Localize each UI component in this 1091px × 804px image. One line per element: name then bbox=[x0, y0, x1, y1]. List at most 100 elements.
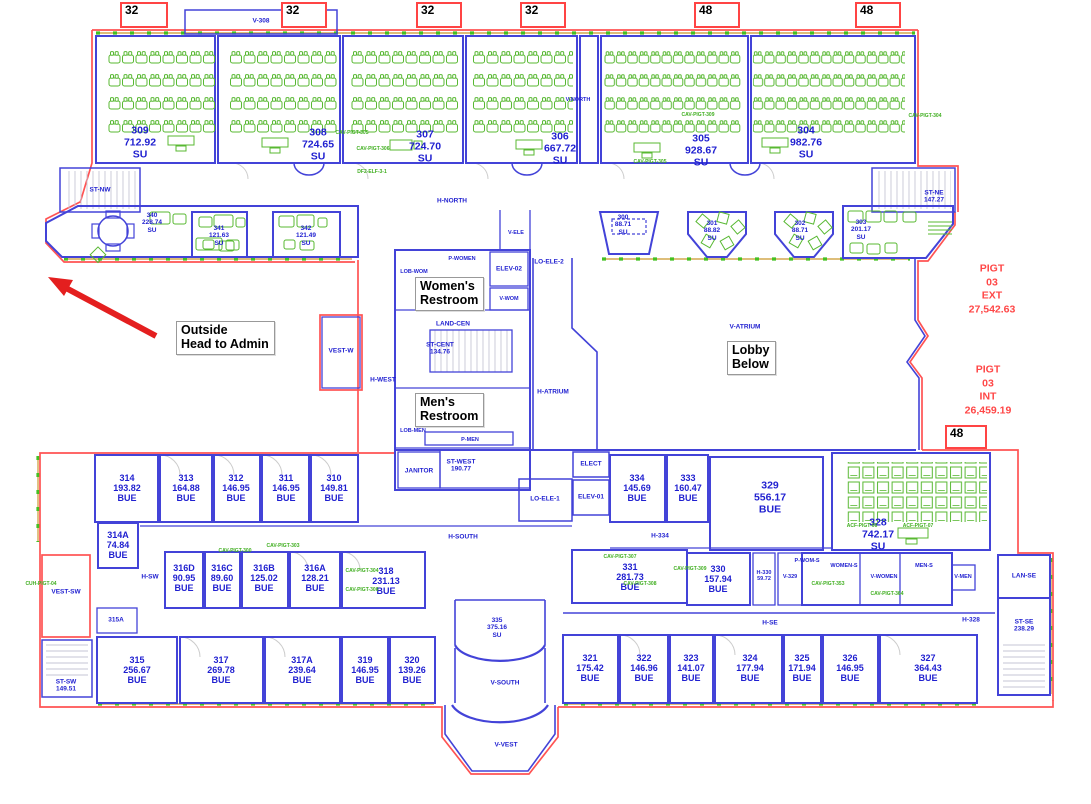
room-label-line: SU bbox=[798, 147, 814, 160]
cad-label-h-328: H-328 bbox=[962, 616, 980, 624]
room-label-line: ST-SE bbox=[1014, 618, 1034, 626]
room-label-line: 160.47 bbox=[674, 482, 702, 493]
area-tally-line: 03 bbox=[982, 377, 994, 390]
equipment-label: CAV-PIGT-364 bbox=[870, 591, 904, 597]
room-label-line: 128.21 bbox=[301, 572, 329, 583]
room-label-line: 149.51 bbox=[56, 686, 76, 693]
equipment-label: CAV-PIGT-304 bbox=[345, 568, 379, 574]
equipment-label: CAV-PIGT-307 bbox=[603, 554, 637, 560]
room-label-line: 325 bbox=[794, 652, 810, 663]
room-label-line: 190.77 bbox=[451, 466, 471, 473]
room-label-line: SU bbox=[618, 228, 628, 236]
room-label-line: 342 bbox=[300, 225, 312, 233]
room-label-line: SU bbox=[856, 233, 866, 241]
capacity-box: 32 bbox=[120, 2, 168, 28]
room-label-line: 88.71 bbox=[791, 227, 809, 235]
cad-label-lob-wom: LOB-WOM bbox=[400, 268, 428, 275]
area-tally-line: 26,459.19 bbox=[964, 404, 1012, 417]
room-label-line: 310 bbox=[326, 472, 342, 483]
room-label-line: 331 bbox=[622, 561, 638, 572]
room-label-line: 306 bbox=[551, 130, 569, 143]
room-label-line: 311 bbox=[278, 472, 294, 483]
cad-label-women-s: WOMEN-S bbox=[830, 562, 858, 569]
cad-label-h-west: H-WEST bbox=[370, 376, 396, 384]
cad-label-lan-se: LAN-SE bbox=[1011, 572, 1037, 580]
room-label-line: BUE bbox=[108, 550, 128, 561]
room-label-line: 316D bbox=[173, 562, 195, 573]
room-label-line: 157.94 bbox=[704, 573, 732, 584]
room-label-line: BUE bbox=[127, 675, 147, 686]
capacity-box: 32 bbox=[281, 2, 327, 28]
capacity-box: 48 bbox=[855, 2, 901, 28]
room-label-line: SU bbox=[693, 155, 709, 168]
cad-label-st-nw: ST-NW bbox=[89, 186, 111, 194]
area-tally-line: 27,542.63 bbox=[968, 303, 1016, 316]
room-label-line: BUE bbox=[226, 493, 246, 504]
room-label-line: 193.82 bbox=[113, 482, 141, 493]
capacity-box: 32 bbox=[520, 2, 566, 28]
room-label-line: 238.29 bbox=[1014, 626, 1034, 633]
room-label-line: 329 bbox=[761, 479, 779, 492]
room-label-line: 231.13 bbox=[372, 575, 400, 586]
room-label-line: BUE bbox=[254, 583, 274, 594]
room-label-line: 146.96 bbox=[630, 662, 658, 673]
room-label-line: 314A bbox=[107, 529, 129, 540]
room-label-line: SU bbox=[301, 239, 311, 247]
room-label-line: BUE bbox=[840, 673, 860, 684]
callout-line: Head to Admin bbox=[181, 337, 269, 352]
room-label-line: 319 bbox=[357, 654, 373, 665]
callout-line: Restroom bbox=[420, 409, 479, 424]
cad-label-h-atrium: H-ATRIUM bbox=[537, 388, 569, 396]
room-label-line: 90.95 bbox=[172, 572, 196, 583]
cad-label-v-atrium: V-ATRIUM bbox=[729, 323, 761, 331]
cad-label-v-women: V-WOMEN bbox=[870, 573, 898, 580]
room-label-line: BUE bbox=[620, 582, 640, 593]
room-label-line: 315 bbox=[129, 654, 145, 665]
cad-label-v-vest: V-VEST bbox=[494, 741, 518, 749]
room-label-line: BUE bbox=[305, 583, 325, 594]
cad-label-lo-ele-1: LO-ELE-1 bbox=[530, 495, 560, 503]
room-label-line: 326 bbox=[842, 652, 858, 663]
equipment-label: ACF-PIGT-07 bbox=[902, 523, 934, 529]
room-label-line: 164.88 bbox=[172, 482, 200, 493]
cad-label-v-north: V-NORTH bbox=[565, 96, 591, 103]
room-label-line: 316C bbox=[211, 562, 233, 573]
room-label-line: 322 bbox=[636, 652, 652, 663]
equipment-label: CAV-PIGT-308 bbox=[623, 581, 657, 587]
furniture-layer bbox=[89, 46, 987, 545]
cad-label-v-ele: V-ELE bbox=[508, 229, 524, 236]
room-label-line: 303 bbox=[855, 219, 867, 227]
room-label-line: 323 bbox=[683, 652, 699, 663]
room-label-line: 330 bbox=[710, 563, 726, 574]
room-label-line: BUE bbox=[402, 675, 422, 686]
room-label-line: 327 bbox=[920, 652, 936, 663]
callout-line: Women's bbox=[420, 279, 475, 293]
equipment-label: CAV-PIGT-306 bbox=[356, 146, 390, 152]
room-label-line: ST-NE bbox=[924, 189, 944, 197]
equipment-label: CAV-PIGT-309 bbox=[681, 112, 715, 118]
cad-label-p-wom-s: P-WOM-S bbox=[794, 557, 820, 564]
room-label-line: 317A bbox=[291, 654, 313, 665]
